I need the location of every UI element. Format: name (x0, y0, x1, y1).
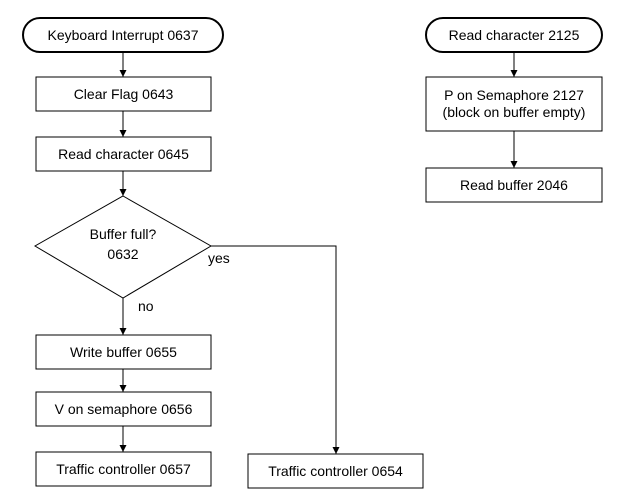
p-semaphore-label: P on Semaphore 2127 (block on buffer emp… (442, 87, 586, 120)
v-semaphore-label: V on semaphore 0656 (54, 400, 193, 417)
decision-label-line1: Buffer full? (89, 225, 157, 242)
clear-flag-label: Clear Flag 0643 (73, 85, 174, 102)
no-branch-label: no (138, 298, 154, 314)
traffic-controller-yes-label: Traffic controller 0654 (268, 462, 403, 479)
start-terminal-right-label: Read character 2125 (448, 26, 580, 43)
read-buffer-box (425, 167, 603, 203)
yes-branch-label: yes (208, 250, 230, 266)
write-buffer-label: Write buffer 0655 (70, 343, 177, 360)
arrow-yes-to-traffic (211, 245, 340, 454)
decision-label-line2: 0632 (107, 245, 139, 262)
start-terminal-left-label: Keyboard Interrupt 0637 (47, 26, 199, 43)
read-buffer-label: Read buffer 2046 (460, 176, 568, 193)
read-char-label: Read character 0645 (58, 145, 189, 162)
clear-flag-box (35, 76, 212, 112)
traffic-controller-no-label: Traffic controller 0657 (56, 460, 191, 477)
